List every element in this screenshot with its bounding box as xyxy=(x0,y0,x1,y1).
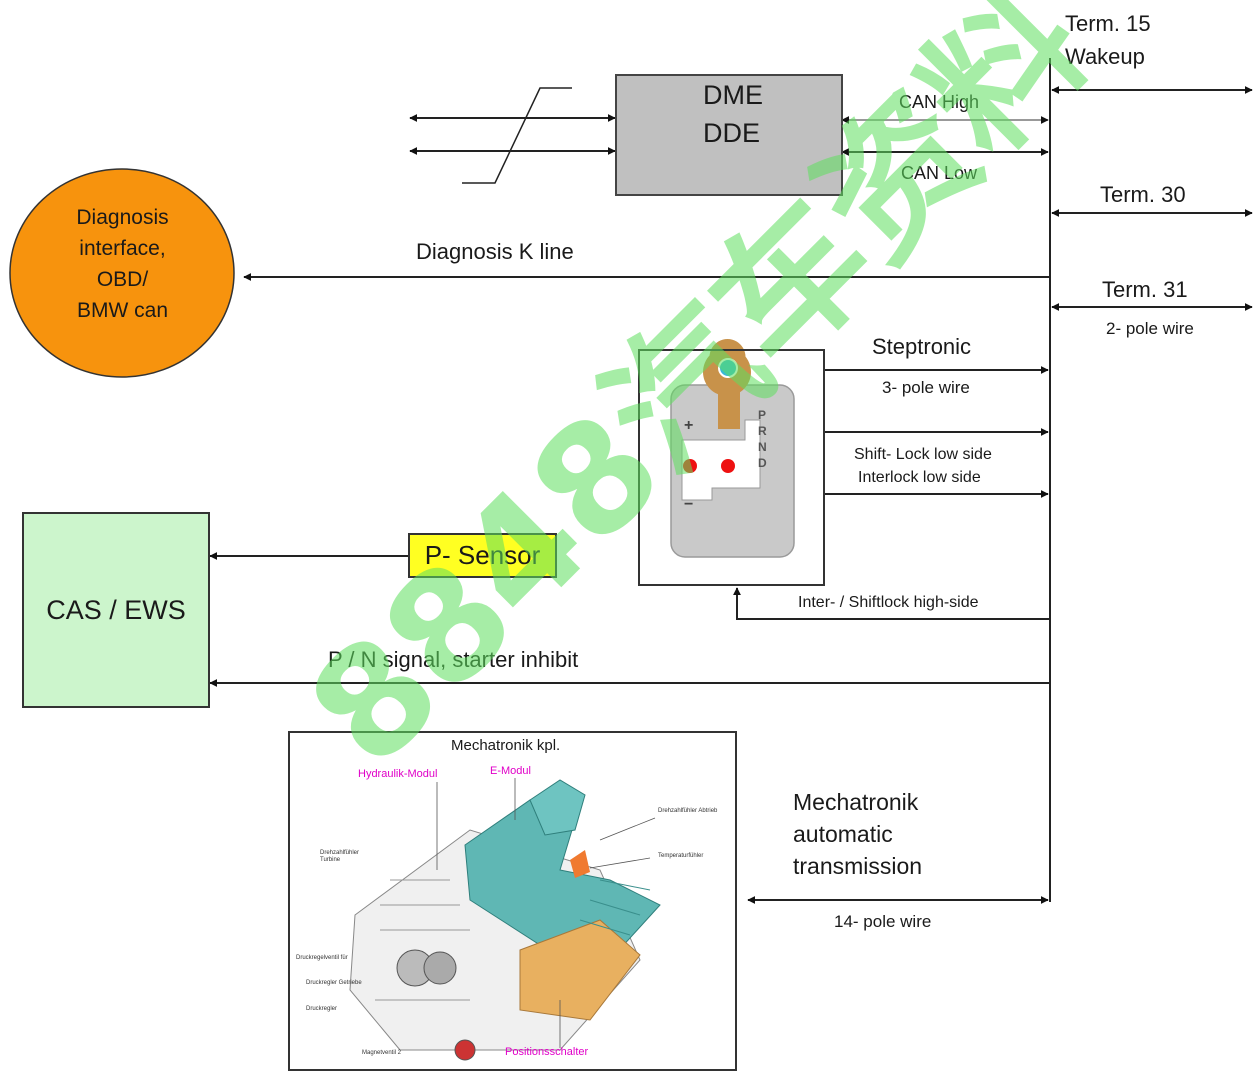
gear-minus-label: − xyxy=(684,496,694,513)
gear-selector-box xyxy=(638,349,825,586)
interlock-label: Interlock low side xyxy=(858,469,981,486)
highside-line xyxy=(733,587,1050,620)
mechatronik-small-label-3: Temperaturfühler xyxy=(658,853,704,859)
hydraulik-modul-label: Hydraulik-Modul xyxy=(358,768,438,780)
mechatronik-line-1: Mechatronik xyxy=(793,789,919,815)
can-low-label: CAN Low xyxy=(901,163,978,183)
diagnosis-interface-circle xyxy=(9,168,235,378)
mechatronik-line-3: transmission xyxy=(793,853,923,879)
p-sensor-box: P- Sensor xyxy=(408,533,557,578)
mechatronik-wire-label: 14- pole wire xyxy=(834,912,932,931)
mechatronik-text: Mechatronik automatic transmission xyxy=(793,786,922,882)
term31-wire-label: 2- pole wire xyxy=(1106,319,1194,338)
diagnosis-kline-label: Diagnosis K line xyxy=(416,239,574,264)
dde-label: DDE xyxy=(703,118,761,148)
mechatronik-illustration xyxy=(349,778,661,1061)
cas-ews-box: CAS / EWS xyxy=(22,512,210,708)
highside-label: Inter- / Shiftlock high-side xyxy=(798,594,979,611)
wakeup-label: Wakeup xyxy=(1065,44,1145,69)
gate-p: P xyxy=(758,408,767,422)
positionsschalter-label: Positionsschalter xyxy=(505,1046,589,1058)
ecu-input-break-symbol xyxy=(462,87,572,184)
term31-label: Term. 31 xyxy=(1102,277,1188,302)
gear-plus-label: + xyxy=(684,417,694,434)
diagnosis-line-1: Diagnosis xyxy=(76,206,169,229)
mechatronik-image-title: Mechatronik kpl. xyxy=(451,737,561,754)
gate-d: D xyxy=(758,456,767,470)
gear-gate-labels: P R N D xyxy=(758,407,767,471)
term15-label: Term. 15 xyxy=(1065,11,1151,36)
steptronic-label: Steptronic xyxy=(872,334,972,359)
mechatronik-small-label-2: Drehzahlfühler Abtrieb xyxy=(658,808,718,814)
steptronic-wire-label: 3- pole wire xyxy=(882,378,970,397)
gate-n: N xyxy=(758,440,767,454)
mechatronik-line-2: automatic xyxy=(793,821,893,847)
can-high-label: CAN High xyxy=(899,92,980,112)
diagnosis-line-4: BMW can xyxy=(76,299,168,322)
mechatronik-small-label-6: Druckregler Getriebe xyxy=(306,980,362,986)
p-sensor-label: P- Sensor xyxy=(424,540,541,570)
dme-dde-box: DME DDE xyxy=(615,74,843,196)
mechatronik-small-label-7: Druckregelventil für xyxy=(296,955,348,961)
term30-label: Term. 30 xyxy=(1100,182,1186,207)
dme-label: DME xyxy=(703,80,763,110)
diagnosis-line-2: interface, xyxy=(79,237,166,260)
diagnosis-line-3: OBD/ xyxy=(96,268,149,291)
gate-r: R xyxy=(758,424,767,438)
mechatronik-image-frame xyxy=(288,731,737,1071)
diagnosis-interface-text: Diagnosis interface, OBD/ BMW can xyxy=(30,202,215,326)
shiftlock-label: Shift- Lock low side xyxy=(854,446,992,463)
gear-selector-illustration xyxy=(670,339,795,558)
mechatronik-small-label-5: Druckregler xyxy=(306,1006,338,1012)
cas-ews-label: CAS / EWS xyxy=(46,594,186,625)
e-modul-label: E-Modul xyxy=(490,765,531,777)
mechatronik-small-label-4: Magnetventil 2 xyxy=(362,1050,402,1056)
pn-signal-label: P / N signal, starter inhibit xyxy=(328,647,579,672)
mechatronik-small-label-1: Drehzahlfühler Turbine xyxy=(320,850,360,863)
